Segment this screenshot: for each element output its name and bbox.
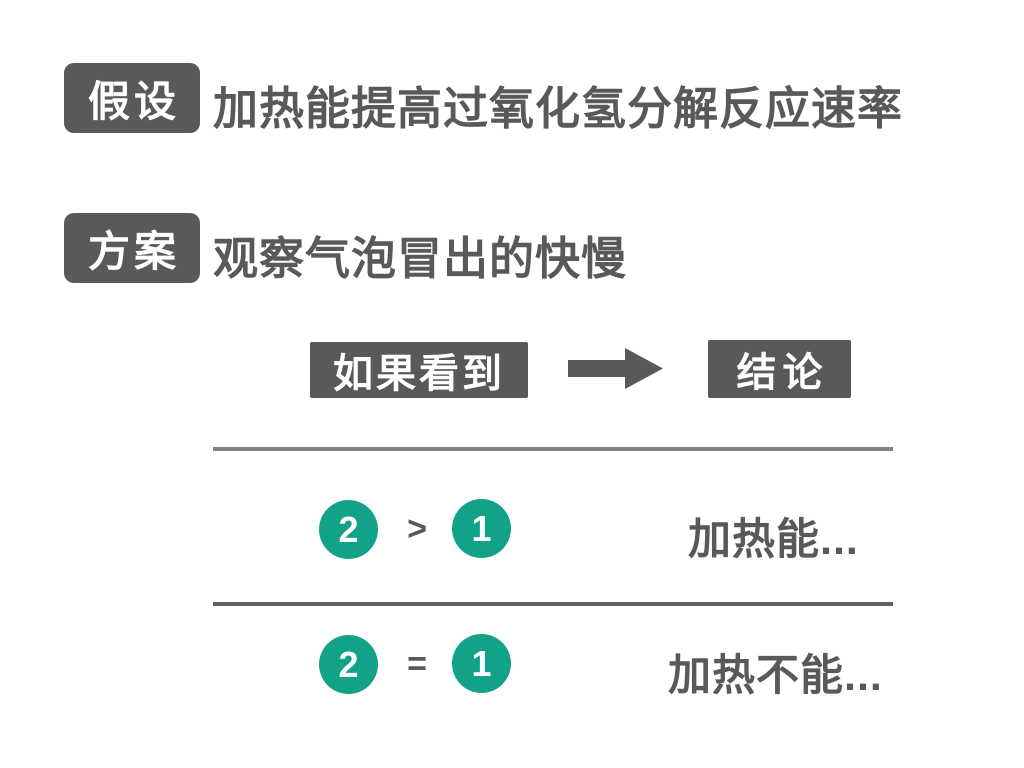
- condition-header-label: 如果看到: [333, 352, 505, 396]
- bubble-count-circle: 1: [452, 499, 511, 558]
- bubble-count-value: 2: [338, 508, 359, 550]
- hypothesis-badge-label: 假设: [87, 77, 180, 125]
- comparison-operator: =: [407, 645, 427, 683]
- plan-badge: 方案: [64, 213, 200, 283]
- bubble-count-circle: 2: [319, 500, 378, 559]
- plan-text: 观察气泡冒出的快慢: [213, 233, 628, 284]
- row-conclusion-text: 加热不能...: [668, 652, 883, 700]
- divider-line: [213, 447, 893, 451]
- row-conclusion-text: 加热能...: [688, 516, 859, 564]
- bubble-count-value: 1: [471, 507, 492, 549]
- conclusion-header-badge: 结论: [708, 340, 851, 398]
- condition-header-badge: 如果看到: [310, 342, 528, 398]
- bubble-count-circle: 1: [452, 634, 511, 693]
- bubble-count-circle: 2: [319, 635, 378, 694]
- arrow-right-icon: [568, 348, 663, 389]
- conclusion-header-label: 结论: [736, 351, 829, 395]
- hypothesis-badge: 假设: [64, 63, 200, 133]
- hypothesis-text: 加热能提高过氧化氢分解反应速率: [213, 83, 904, 134]
- bubble-count-value: 1: [471, 642, 492, 684]
- divider-line: [213, 602, 893, 606]
- plan-badge-label: 方案: [87, 227, 180, 275]
- bubble-count-value: 2: [338, 643, 359, 685]
- comparison-operator: >: [407, 510, 427, 548]
